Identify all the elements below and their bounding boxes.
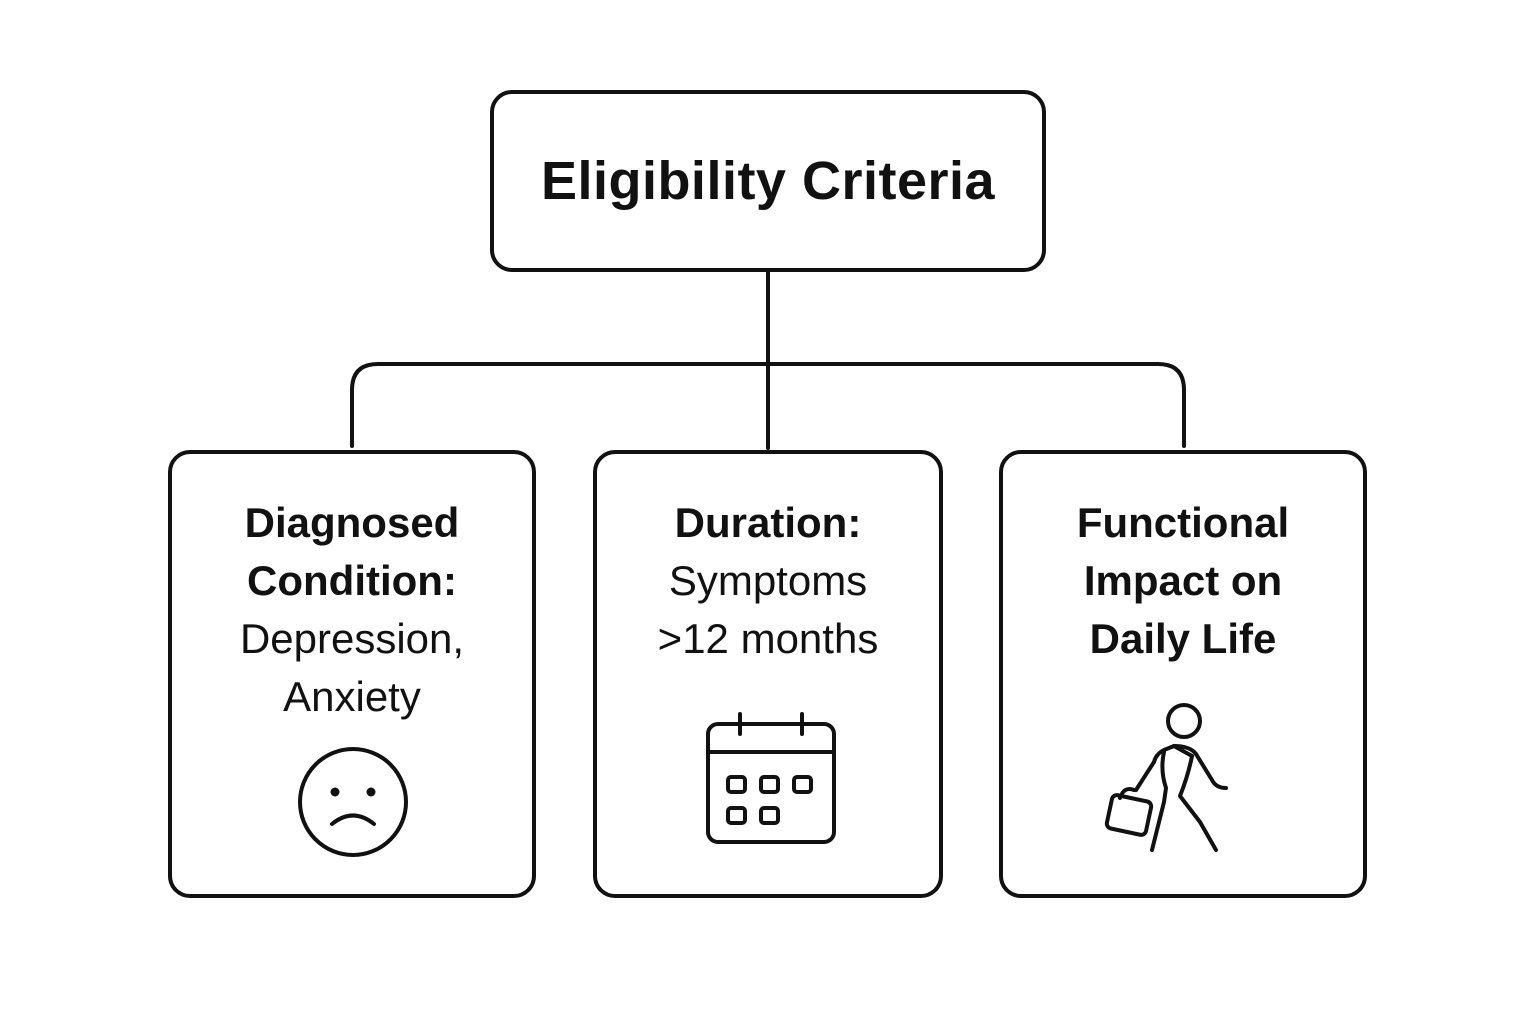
criterion-heading-line: Functional [1076,499,1290,546]
root-node-eligibility-criteria: Eligibility Criteria [490,90,1046,272]
criterion-heading-line: Impact on [1083,557,1283,604]
criterion-text: Functional Impact on Daily Life [1003,494,1363,668]
criterion-text: Diagnosed Condition: Depression, Anxiety [172,494,532,726]
criterion-detail-line: Anxiety [283,673,421,720]
criterion-heading-line: Daily Life [1089,615,1277,662]
criterion-detail-line: Depression, [239,615,465,662]
criterion-detail-line: >12 months [657,615,879,662]
criterion-detail-line: Symptoms [668,557,868,604]
criterion-heading-line: Condition: [247,557,457,604]
walking-person-with-briefcase-icon [1104,703,1228,852]
sad-face-icon [298,747,408,857]
criterion-box-functional-impact: Functional Impact on Daily Life [999,450,1367,898]
calendar-icon [706,712,836,844]
root-title: Eligibility Criteria [540,151,996,211]
criterion-text: Duration: Symptoms >12 months [597,494,939,668]
criterion-heading-line: Duration: [674,499,862,546]
connector-branch-left [350,362,770,448]
criterion-box-diagnosed-condition: Diagnosed Condition: Depression, Anxiety [168,450,536,898]
connector-branch-right [766,362,1186,448]
criterion-heading-line: Diagnosed [244,499,460,546]
